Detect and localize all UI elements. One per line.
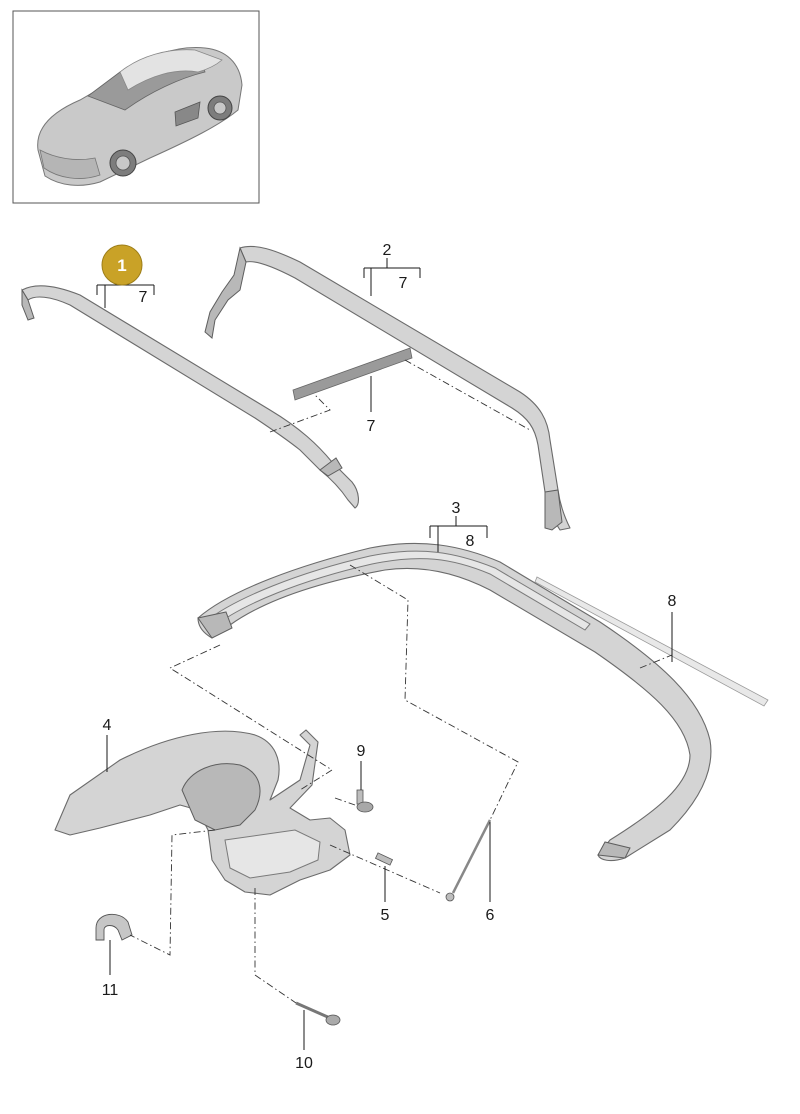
callout-3-sub: 8	[466, 533, 475, 550]
part-11-clip[interactable]	[95, 913, 133, 941]
callout-labels: 7 2 7 7 3 8 8 4 9 5 6 11 10	[102, 242, 677, 1072]
callout-2-sub: 7	[399, 275, 408, 292]
callout-5: 5	[381, 907, 390, 924]
sports-car-icon	[37, 47, 243, 186]
assembly-lines	[129, 359, 673, 1004]
callout-11: 11	[102, 982, 119, 999]
callout-10: 10	[295, 1055, 313, 1072]
part-10-screw[interactable]	[295, 1001, 341, 1026]
badge-text: 1	[117, 256, 126, 275]
callout-8: 8	[668, 593, 677, 610]
callout-leaders	[96, 258, 673, 1050]
callout-7: 7	[367, 418, 376, 435]
highlight-badge[interactable]: 1	[101, 244, 143, 286]
part-2-rail[interactable]	[204, 245, 571, 531]
part-1-rail[interactable]	[21, 285, 359, 509]
callout-2: 2	[383, 242, 392, 259]
callout-1-sub: 7	[139, 289, 148, 306]
part-8-seal[interactable]	[534, 576, 769, 707]
part-3-frame[interactable]	[197, 542, 712, 862]
part-6-rod[interactable]	[445, 819, 492, 902]
callout-4: 4	[103, 717, 112, 734]
part-7-strip[interactable]	[292, 347, 413, 401]
part-5-pin[interactable]	[374, 852, 394, 866]
vehicle-thumbnail[interactable]	[12, 10, 260, 204]
part-4-mechanism[interactable]	[54, 729, 351, 896]
callout-6: 6	[486, 907, 495, 924]
callout-9: 9	[357, 743, 366, 760]
part-9-bolt[interactable]	[356, 789, 374, 813]
callout-3: 3	[452, 500, 461, 517]
